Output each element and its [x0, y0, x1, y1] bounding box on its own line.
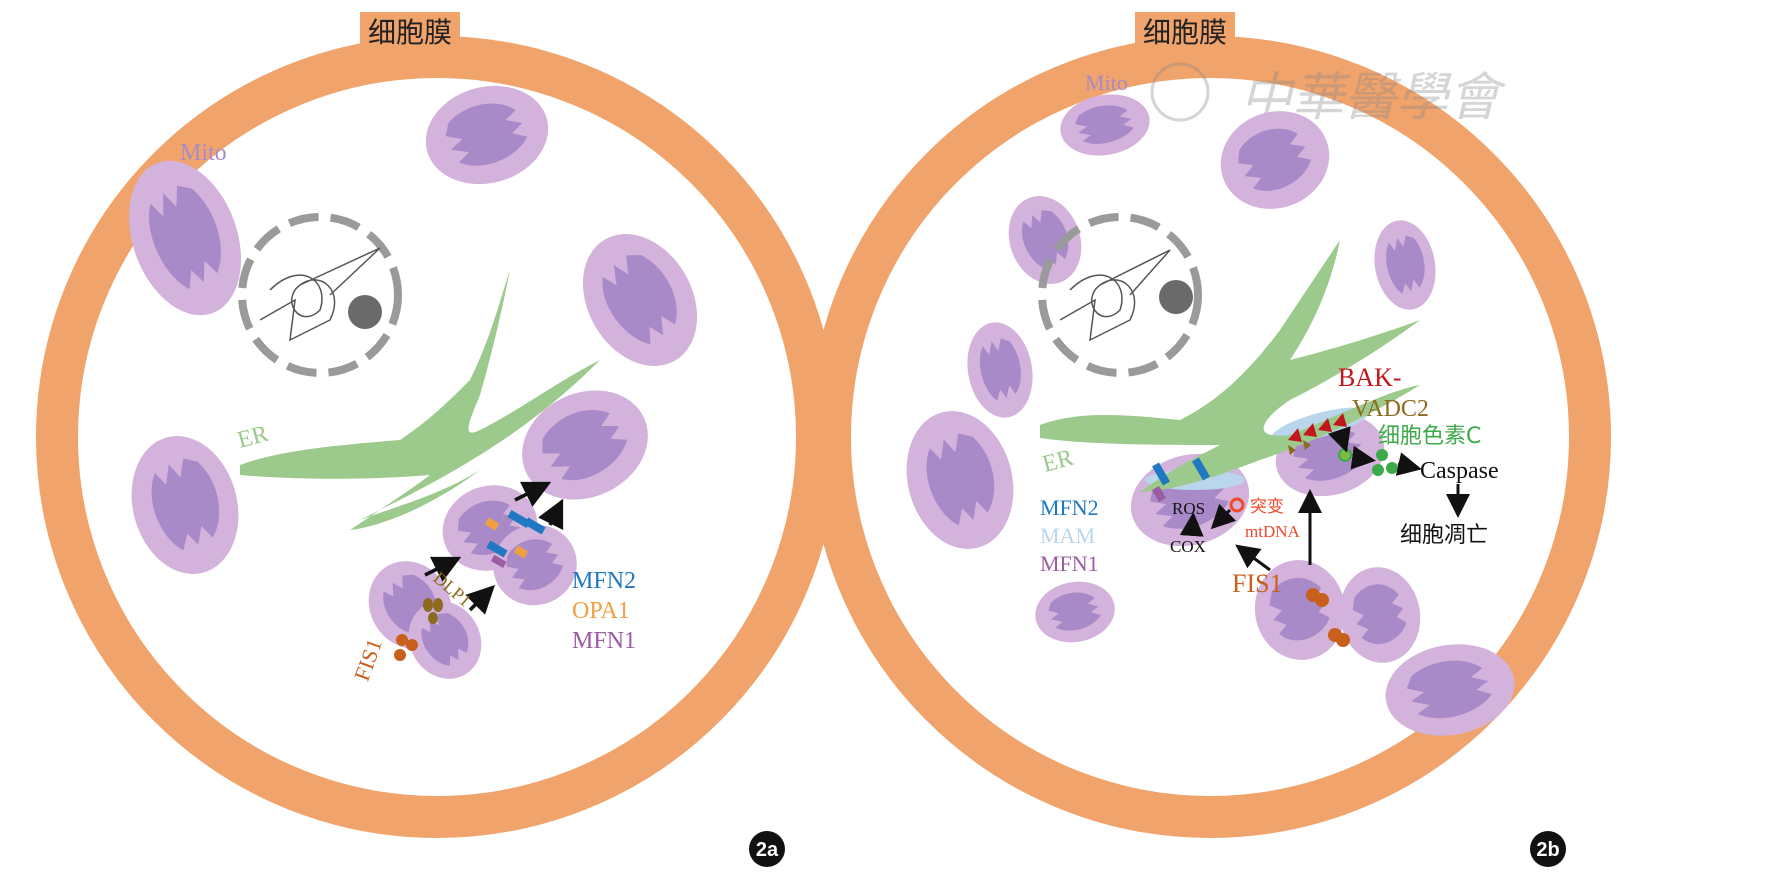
chromatin — [259, 247, 381, 342]
nucleus — [238, 213, 402, 377]
caspase-label: Caspase — [1420, 458, 1499, 484]
cytochrome-c-released — [1372, 449, 1398, 476]
chromatin — [1059, 249, 1171, 342]
mfn1-label: MFN1 — [572, 628, 636, 654]
mito-label: Mito — [180, 140, 227, 166]
mito-label: Mito — [1085, 70, 1128, 95]
dlp1-protein — [423, 598, 443, 624]
panel-badge-a: 2a — [756, 839, 779, 861]
mfn2-protein — [486, 510, 546, 558]
fis1-protein — [394, 634, 418, 661]
cytochrome-c — [1338, 448, 1352, 462]
ros-label: ROS — [1172, 499, 1205, 518]
fis1-protein — [1306, 588, 1350, 647]
mfn1-label: MFN1 — [1040, 551, 1099, 576]
arrows — [1179, 426, 1470, 572]
mfn1-protein — [490, 554, 507, 568]
mfn1-protein — [1152, 485, 1166, 503]
nucleolus — [348, 295, 382, 329]
mtdna-label: mtDNA — [1245, 522, 1301, 541]
membrane-label: 细胞膜 — [368, 16, 452, 49]
cox-label: COX — [1170, 537, 1206, 556]
bak-vdac-channels — [1288, 413, 1347, 455]
opa1-protein — [484, 517, 500, 531]
mam-label: MAM — [1040, 523, 1095, 548]
mfn2-label: MFN2 — [572, 568, 636, 594]
mfn2-label: MFN2 — [1040, 495, 1099, 520]
panel-b: 细胞膜 Mito 中華醫學會 ER — [809, 12, 1611, 867]
endoplasmic-reticulum — [240, 270, 600, 530]
panel-badge-b: 2b — [1536, 839, 1559, 861]
nucleus — [1038, 213, 1202, 377]
apoptosis-label: 细胞凋亡 — [1400, 523, 1488, 548]
arrows — [424, 481, 564, 615]
opa1-label: OPA1 — [572, 598, 630, 624]
vadc2-label: VADC2 — [1352, 396, 1429, 422]
panel-a: 细胞膜 Mito ER DLP1 FIS1 MFN2 OPA1 MFN1 2 — [36, 12, 838, 867]
cytc-label: 细胞色素C — [1378, 424, 1481, 449]
membrane-label: 细胞膜 — [1143, 16, 1227, 49]
nucleolus — [1159, 280, 1193, 314]
fis1-label: FIS1 — [1232, 569, 1283, 598]
mutation-label: 突变 — [1250, 497, 1284, 517]
bak-label: BAK- — [1338, 363, 1402, 392]
mfn2-protein — [1152, 457, 1210, 486]
